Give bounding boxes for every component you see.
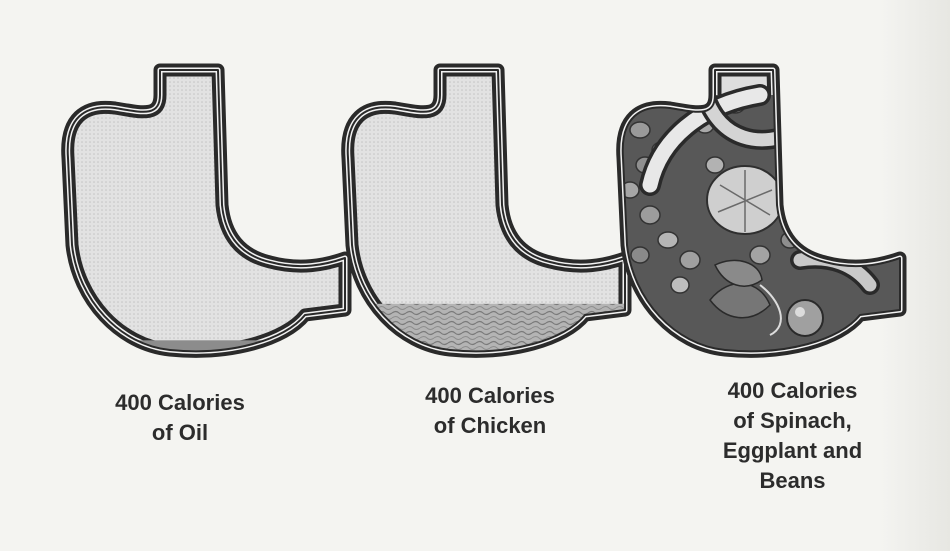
caption-line: Eggplant and <box>722 438 863 463</box>
oil-fill <box>67 340 345 352</box>
caption-line: 400 Calories <box>115 390 245 415</box>
caption-vegetables: 400 Calories of Spinach, Eggplant and Be… <box>705 376 880 496</box>
caption-oil: 400 Calories of Oil <box>100 388 260 448</box>
stomach-chicken <box>340 70 640 356</box>
caption-chicken: 400 Calories of Chicken <box>410 381 570 441</box>
caption-line: of Chicken <box>433 413 547 438</box>
stomach-oil <box>60 70 360 356</box>
caption-line: of Oil <box>151 420 209 445</box>
caption-line: 400 Calories <box>425 383 555 408</box>
chicken-fill <box>347 303 625 352</box>
caption-line: Beans <box>759 468 826 493</box>
stomach-vegetables <box>615 70 915 356</box>
caption-line: 400 Calories <box>727 378 858 403</box>
caption-line: of Spinach, <box>733 408 852 433</box>
